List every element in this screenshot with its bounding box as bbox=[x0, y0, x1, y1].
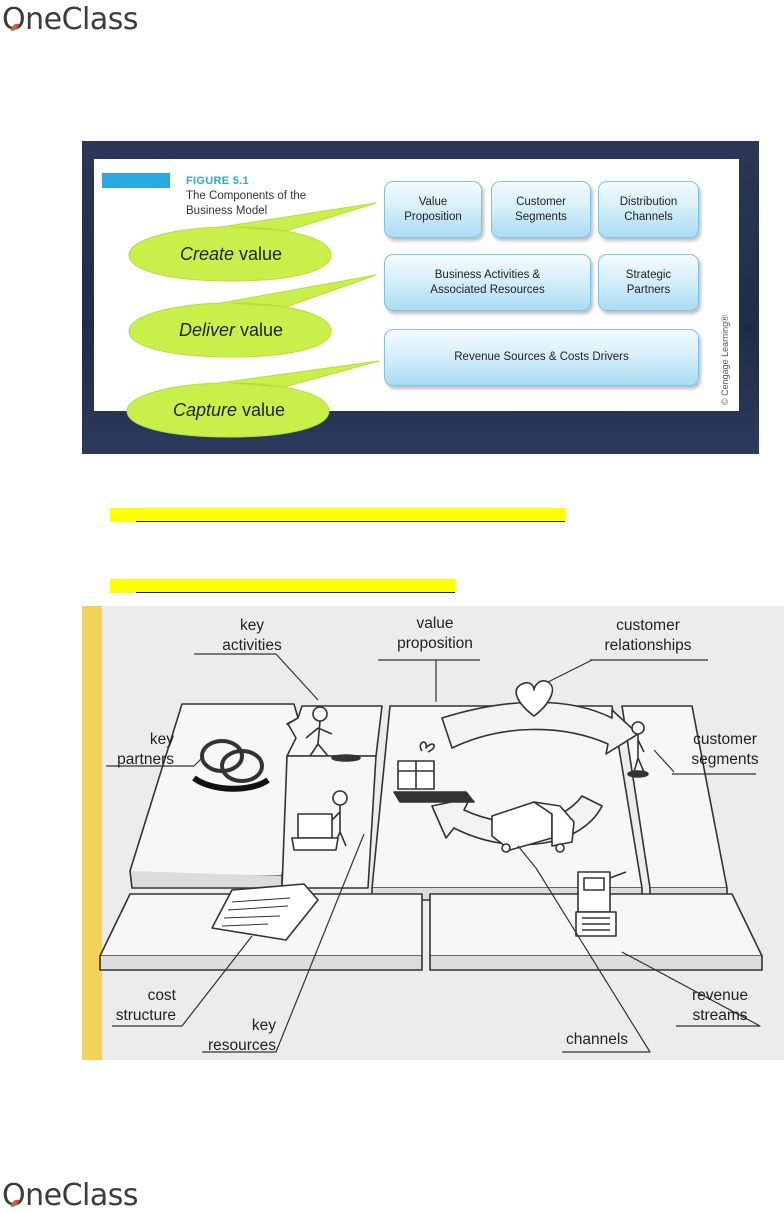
figure-accent-bar bbox=[102, 173, 170, 188]
figure-caption-line1: The Components of the bbox=[186, 190, 307, 202]
figure-panel: FIGURE 5.1 The Components of the Busines… bbox=[94, 159, 739, 411]
copyright-notice: © Cengage Learning® bbox=[720, 315, 730, 405]
create-value-bubble: Create value bbox=[126, 202, 377, 283]
deliver-value-bubble: Deliver value bbox=[126, 274, 377, 359]
logo-text: OneClass bbox=[2, 1178, 139, 1213]
capture-value-bubble: Capture value bbox=[124, 360, 380, 439]
highlighted-line-1 bbox=[110, 508, 565, 522]
highlighted-line-2 bbox=[110, 579, 455, 593]
side-strip bbox=[82, 606, 102, 1060]
canvas-sketch-drawing bbox=[99, 653, 763, 1053]
oneclass-logo: OneClass bbox=[2, 2, 139, 37]
box-business-activities: Business Activities &Associated Resource… bbox=[384, 254, 591, 311]
label-channels: channels bbox=[565, 1031, 629, 1048]
business-model-components-figure: FIGURE 5.1 The Components of the Busines… bbox=[82, 141, 759, 454]
figure-label: FIGURE 5.1 bbox=[186, 175, 249, 187]
figure-caption-line2: Business Model bbox=[186, 205, 268, 217]
oneclass-logo-footer: OneClass bbox=[2, 1178, 139, 1213]
box-revenue-costs: Revenue Sources & Costs Drivers bbox=[384, 329, 699, 386]
logo-text: OneClass bbox=[2, 2, 139, 37]
